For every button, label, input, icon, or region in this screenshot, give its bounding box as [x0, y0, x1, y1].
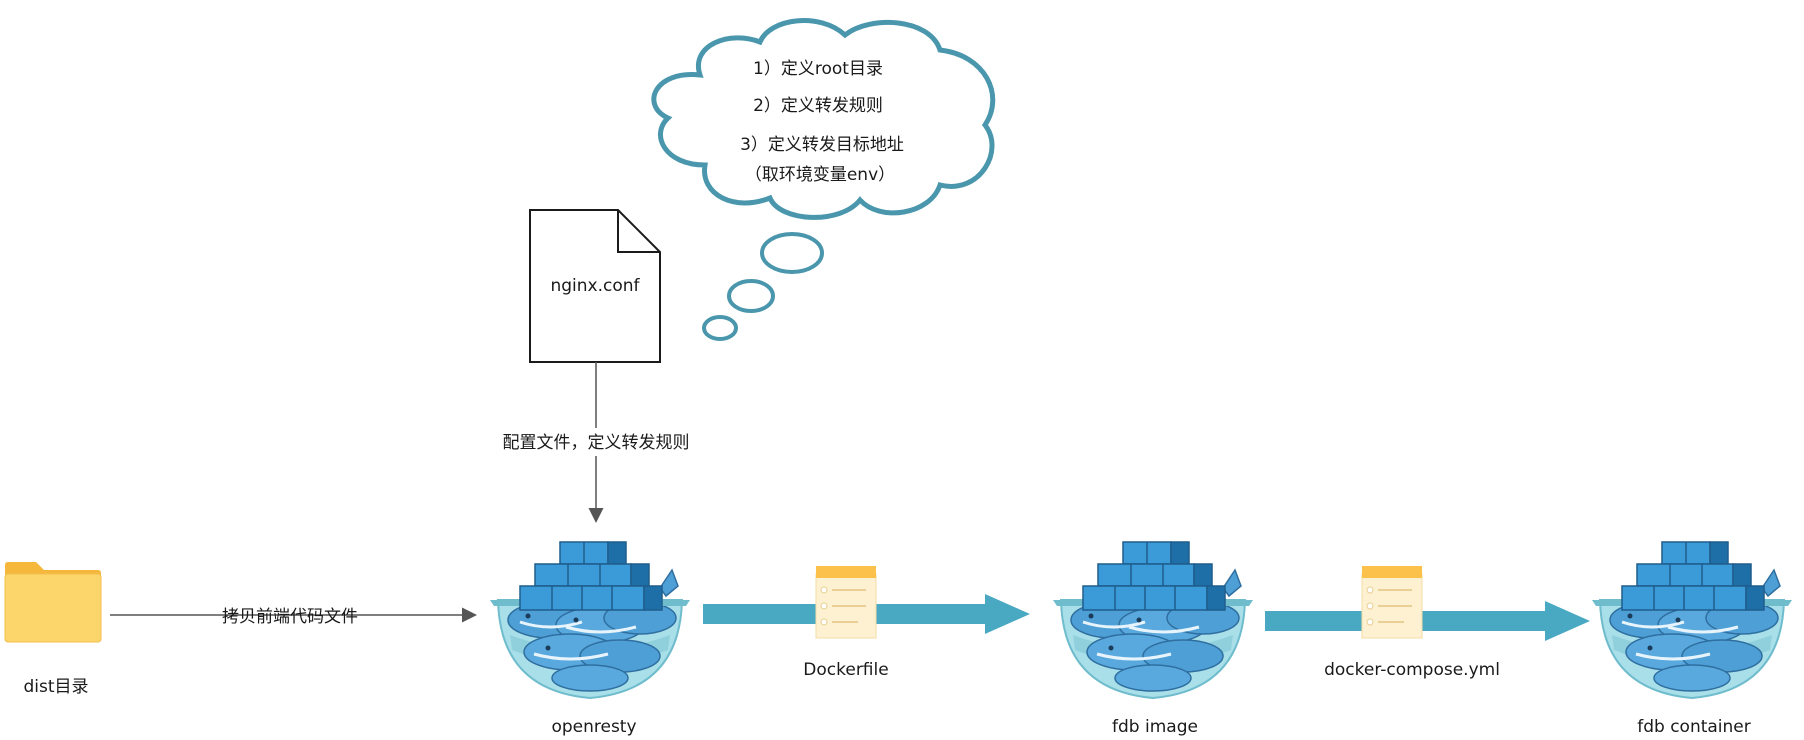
nginx-conf-label: nginx.conf: [550, 276, 640, 296]
config-edge-label: 配置文件，定义转发规则: [503, 433, 690, 453]
cloud-line-1: 1）定义root目录: [753, 59, 883, 79]
compose-file-label: docker-compose.yml: [1324, 660, 1500, 680]
dockerfile-icon: [815, 565, 877, 639]
openresty-label: openresty: [551, 717, 636, 737]
dockerfile-label: Dockerfile: [803, 660, 888, 680]
nginx-conf-file[interactable]: nginx.conf: [529, 209, 661, 363]
compose-arrow: docker-compose.yml: [1265, 565, 1590, 680]
fdb-container-node[interactable]: fdb container: [1590, 540, 1794, 737]
fdb-container-label: fdb container: [1637, 717, 1751, 737]
dist-folder-label: dist目录: [23, 677, 88, 697]
openresty-node[interactable]: openresty: [488, 540, 692, 737]
copy-edge: 拷贝前端代码文件: [110, 607, 477, 627]
thought-cloud: 1）定义root目录 2）定义转发规则 3）定义转发目标地址 （取环境变量env…: [651, 18, 996, 341]
dist-folder[interactable]: dist目录: [4, 562, 102, 697]
thought-bubble-large: [760, 232, 824, 274]
config-edge: 配置文件，定义转发规则: [480, 362, 712, 523]
build-arrow: Dockerfile: [703, 565, 1030, 680]
docker-whale-icon: [1590, 540, 1794, 700]
folder-icon: [4, 562, 102, 643]
docker-whale-icon: [1051, 540, 1255, 700]
compose-file-icon: [1361, 565, 1423, 639]
thought-bubble-medium: [727, 279, 775, 313]
cloud-line-2: 2）定义转发规则: [753, 96, 883, 116]
docker-whale-icon: [488, 540, 692, 700]
cloud-line-4: （取环境变量env）: [745, 165, 895, 185]
thought-bubble-small: [702, 315, 738, 341]
fdb-image-node[interactable]: fdb image: [1051, 540, 1255, 737]
cloud-line-3: 3）定义转发目标地址: [740, 135, 904, 155]
fdb-image-label: fdb image: [1112, 717, 1198, 737]
copy-edge-label: 拷贝前端代码文件: [222, 607, 358, 627]
